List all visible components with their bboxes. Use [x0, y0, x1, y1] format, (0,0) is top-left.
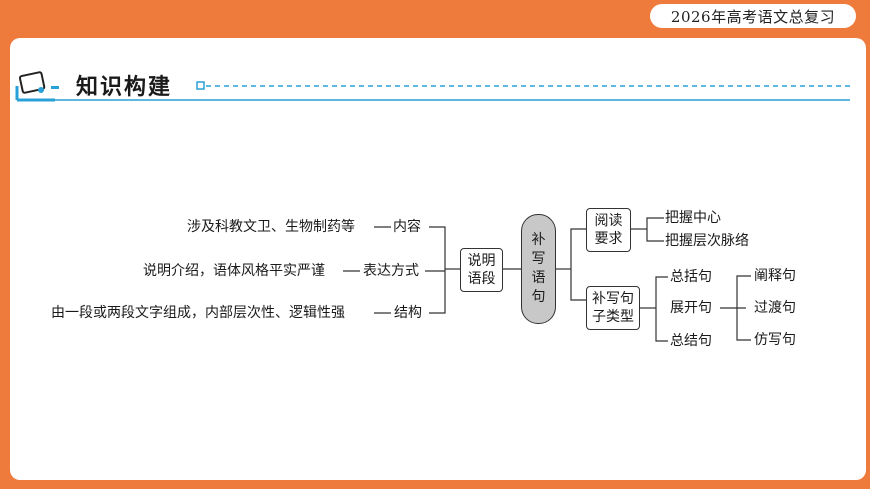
sub-imitation: 仿写句: [754, 332, 796, 348]
core-char-1: 补: [531, 232, 546, 248]
left-desc-content: 涉及科教文卫、生物制药等: [187, 219, 355, 235]
left-label-structure: 结构: [394, 305, 422, 321]
heading-divider: [17, 81, 850, 101]
left-label-expression: 表达方式: [363, 263, 419, 279]
core-char-2: 写: [531, 251, 546, 267]
box-line-2: 语段: [467, 271, 496, 287]
box-line-2: 要求: [594, 231, 623, 247]
box-line-1: 阅读: [594, 213, 623, 229]
leaf-grasp-structure: 把握层次脉络: [665, 233, 749, 249]
core-char-3: 语: [531, 270, 546, 286]
sub-explanation: 阐释句: [754, 268, 796, 284]
section-title: 知识构建: [76, 75, 173, 100]
content-card: [10, 38, 866, 480]
sub-transition: 过渡句: [754, 300, 796, 316]
core-char-4: 句: [531, 289, 546, 305]
box-line-1: 补写句: [592, 291, 634, 307]
box-sentence-types: 补写句 子类型: [586, 286, 640, 330]
leaf-grasp-center: 把握中心: [665, 210, 721, 226]
left-label-content: 内容: [393, 219, 421, 235]
box-line-1: 说明: [467, 253, 496, 269]
core-node: 补 写 语 句: [521, 214, 556, 324]
box-reading-requirements: 阅读 要求: [586, 208, 631, 252]
left-desc-expression: 说明介绍，语体风格平实严谨: [143, 263, 325, 279]
box-line-2: 子类型: [592, 309, 634, 325]
type-conclusion: 总结句: [670, 333, 712, 349]
left-desc-structure: 由一段或两段文字组成，内部层次性、逻辑性强: [51, 305, 345, 321]
type-summary-opening: 总括句: [670, 269, 712, 285]
box-explanatory-passage: 说明 语段: [460, 248, 503, 292]
course-badge: 2026年高考语文总复习: [650, 4, 856, 28]
type-expansion: 展开句: [670, 300, 712, 316]
